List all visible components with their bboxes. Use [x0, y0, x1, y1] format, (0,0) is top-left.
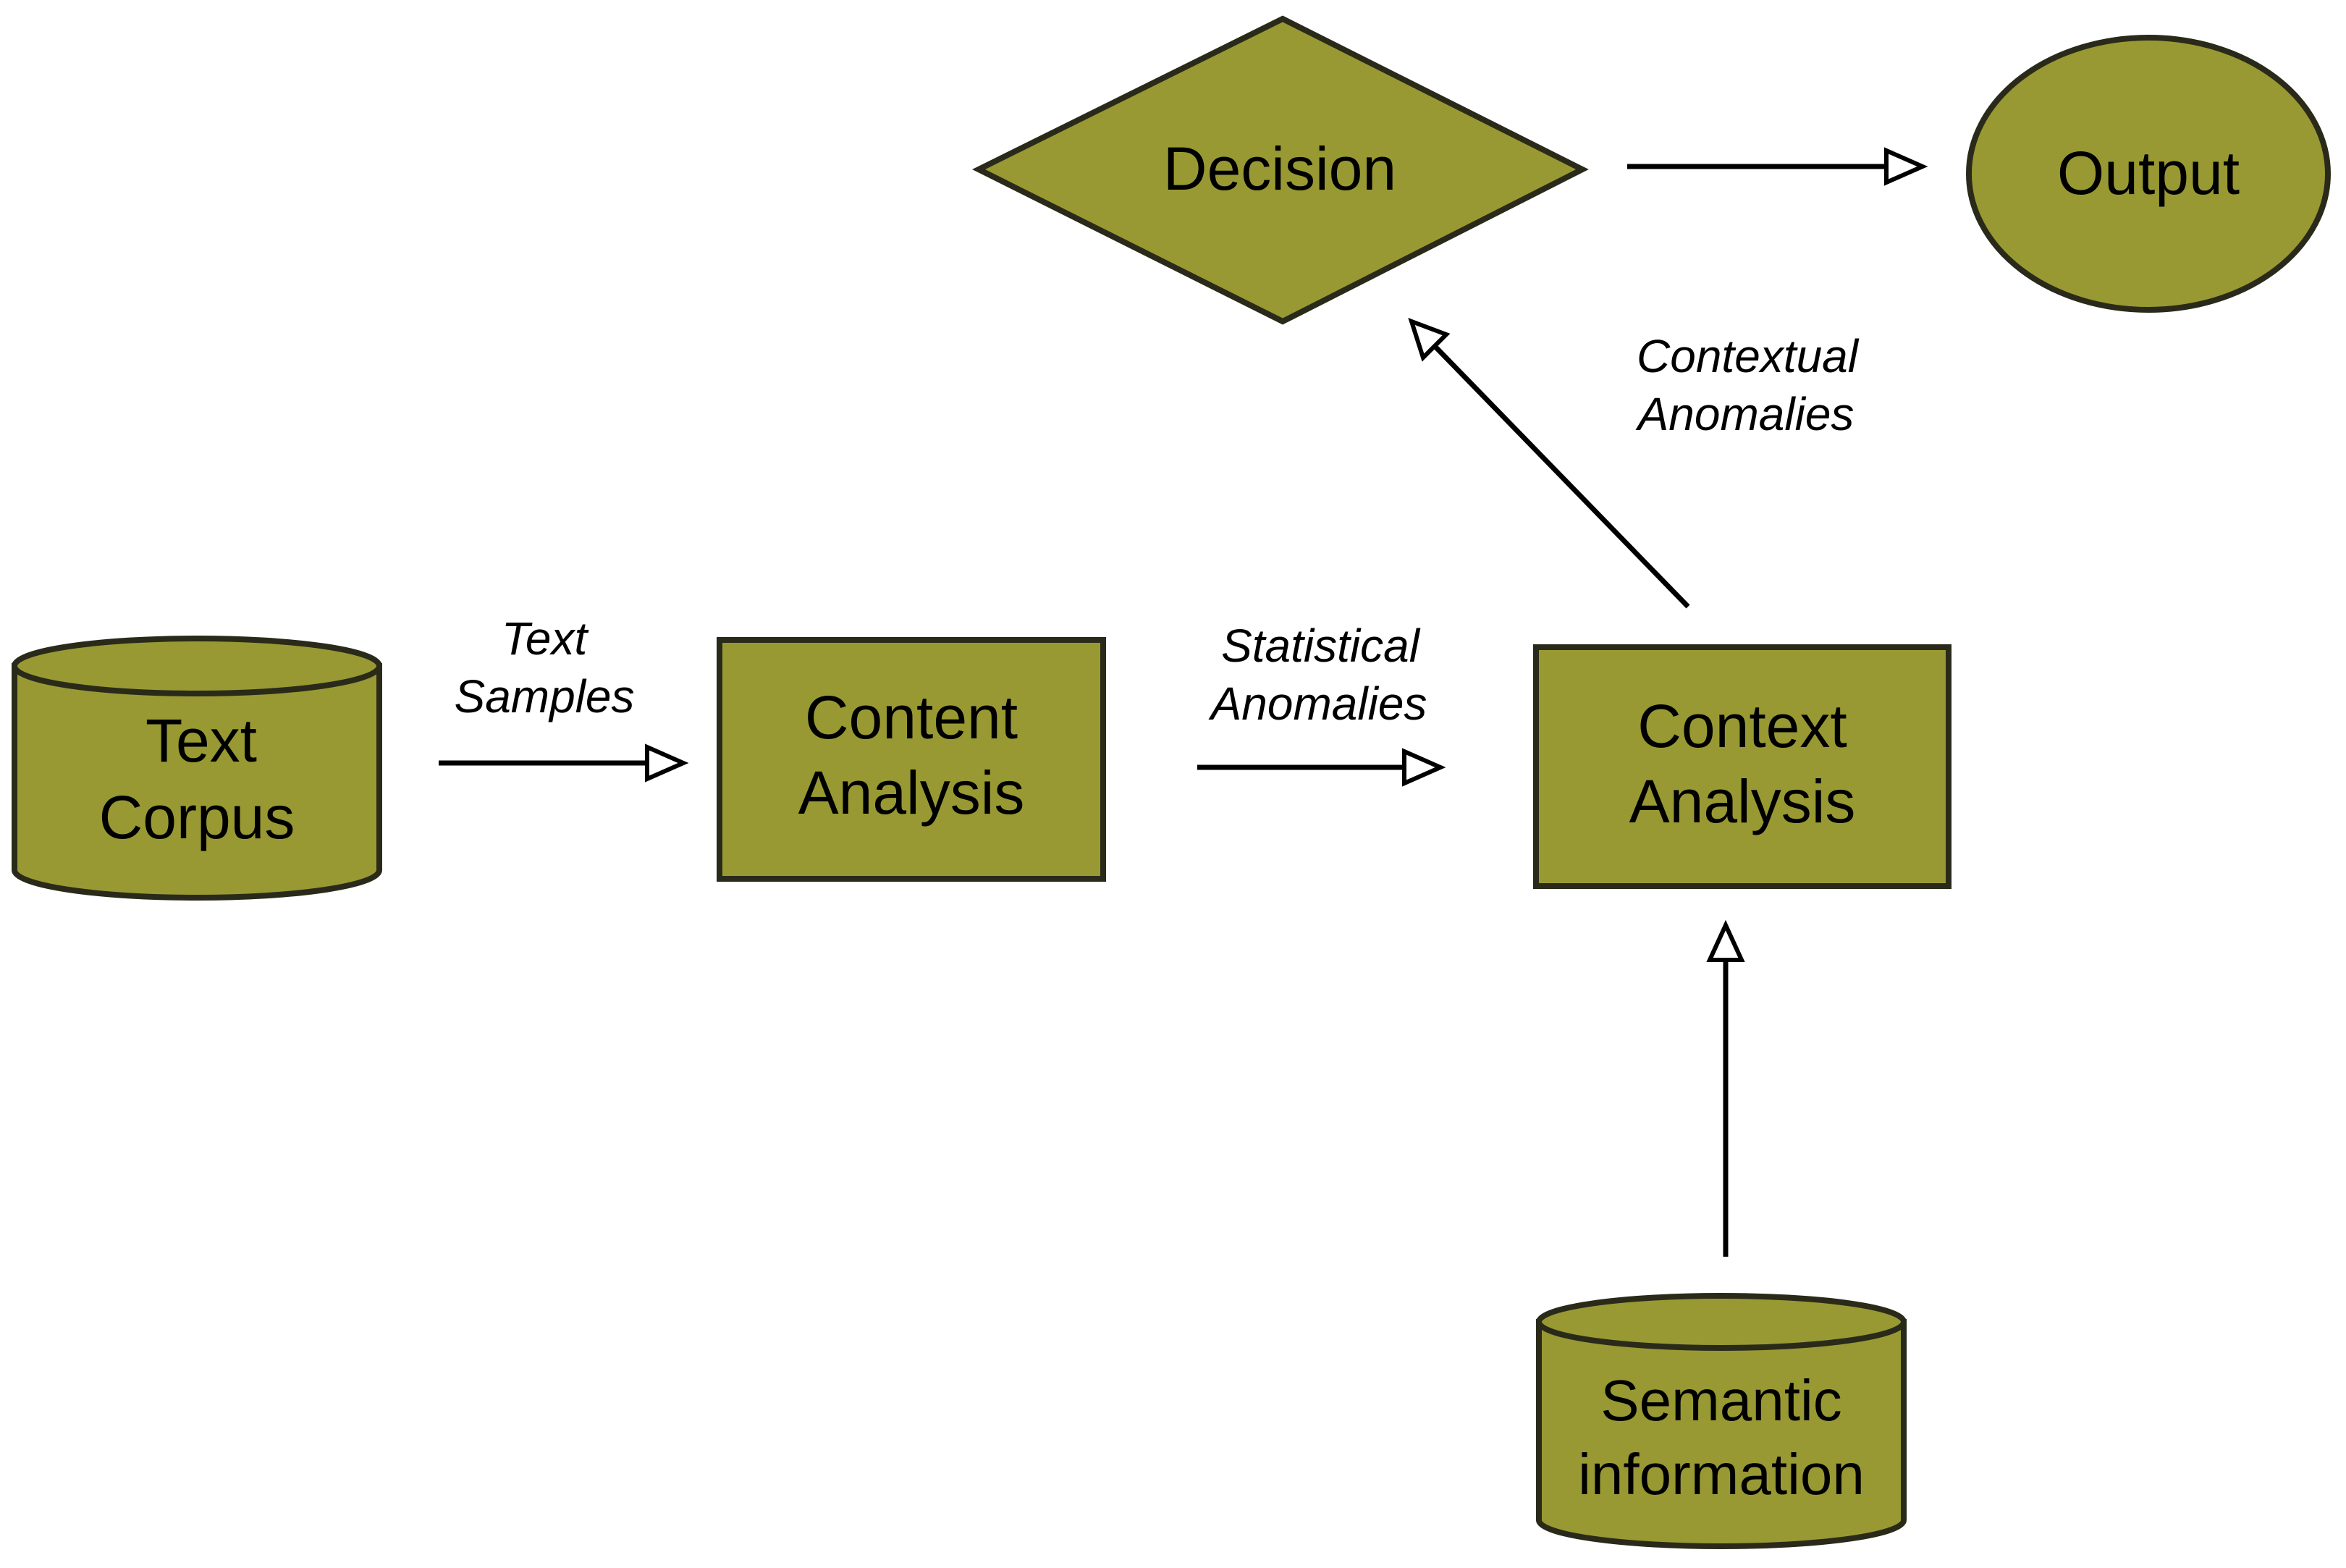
text-corpus-label-line2: Corpus [99, 783, 295, 851]
semantic-information-label-line2: information [1578, 1442, 1865, 1506]
edge-contextual-anomalies: Contextual Anomalies [1408, 318, 1860, 609]
contextual-anomalies-label-line2: Anomalies [1635, 388, 1855, 440]
node-output: Output [1966, 35, 2331, 313]
context-analysis-label-line2: Analysis [1629, 767, 1856, 835]
node-text-corpus: Text Corpus [12, 636, 382, 901]
edge-semantic-to-context [1706, 919, 1745, 1257]
statistical-anomalies-label-line2: Anomalies [1208, 678, 1427, 730]
node-decision: Decision [972, 15, 1589, 325]
content-analysis-box [717, 637, 1106, 882]
decision-label: Decision [1163, 135, 1396, 203]
contextual-anomalies-label-line1: Contextual [1637, 330, 1860, 382]
contextual-anomalies-arrow-line [1433, 344, 1690, 609]
statistical-anomalies-label-line1: Statistical [1221, 620, 1421, 672]
contextual-anomalies-arrowhead [1408, 318, 1451, 362]
output-ellipse [1966, 35, 2331, 313]
node-context-analysis: Context Analysis [1533, 644, 1952, 889]
semantic-to-context-arrowhead [1706, 919, 1745, 962]
semantic-information-cylinder-top [1536, 1293, 1907, 1351]
context-analysis-box [1533, 644, 1952, 889]
decision-to-output-arrowhead [1884, 147, 1928, 186]
statistical-anomalies-arrowhead [1402, 748, 1446, 787]
node-content-analysis: Content Analysis [717, 637, 1106, 882]
edge-text-samples: Text Samples [439, 612, 689, 783]
text-samples-arrowhead [645, 743, 689, 783]
text-corpus-label-line1: Text [145, 707, 257, 775]
content-analysis-label-line2: Analysis [798, 759, 1025, 827]
node-semantic-information: Semantic information [1536, 1293, 1907, 1549]
output-label: Output [2057, 139, 2240, 207]
text-samples-label-line1: Text [502, 612, 589, 665]
text-samples-label-line2: Samples [455, 670, 635, 722]
decision-diamond [972, 15, 1589, 325]
semantic-information-cylinder-body [1536, 1319, 1907, 1549]
text-corpus-cylinder-top [12, 636, 382, 696]
context-analysis-label-line1: Context [1637, 692, 1847, 760]
text-corpus-cylinder-body [12, 663, 382, 901]
edge-decision-to-output [1627, 147, 1928, 186]
edge-statistical-anomalies: Statistical Anomalies [1197, 620, 1446, 787]
content-analysis-label-line1: Content [805, 683, 1018, 751]
semantic-information-label-line1: Semantic [1600, 1368, 1841, 1433]
